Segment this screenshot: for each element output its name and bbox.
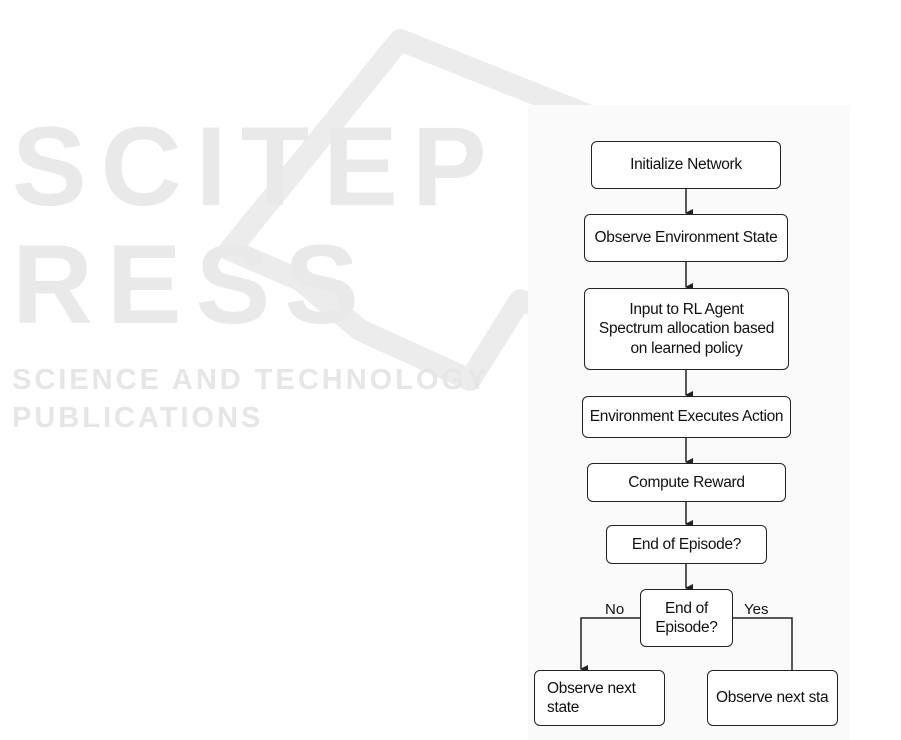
branch-label-yes: Yes [744, 601, 769, 618]
branch-label-no: No [605, 601, 625, 618]
step-observe-environment: Observe Environment State [584, 214, 788, 262]
step-rl-agent: Input to RL Agent Spectrum allocation ba… [584, 288, 789, 370]
outcome-observe-next-state: Observe next state [534, 670, 665, 726]
decision-end-of-episode: End of Episode? [640, 589, 733, 647]
step-execute-action: Environment Executes Action [582, 396, 791, 438]
watermark-subtitle: SCIENCE AND TECHNOLOGY PUBLICATIONS [12, 364, 489, 434]
outcome-observe-next-state-yes: Observe next sta [707, 670, 838, 726]
step-compute-reward: Compute Reward [587, 463, 786, 502]
arrow-no [580, 617, 640, 673]
step-initialize-network: Initialize Network [591, 141, 781, 189]
line-yes [733, 617, 793, 670]
step-end-of-episode: End of Episode? [606, 525, 767, 564]
watermark-title: SCITEPRESS [12, 104, 501, 347]
